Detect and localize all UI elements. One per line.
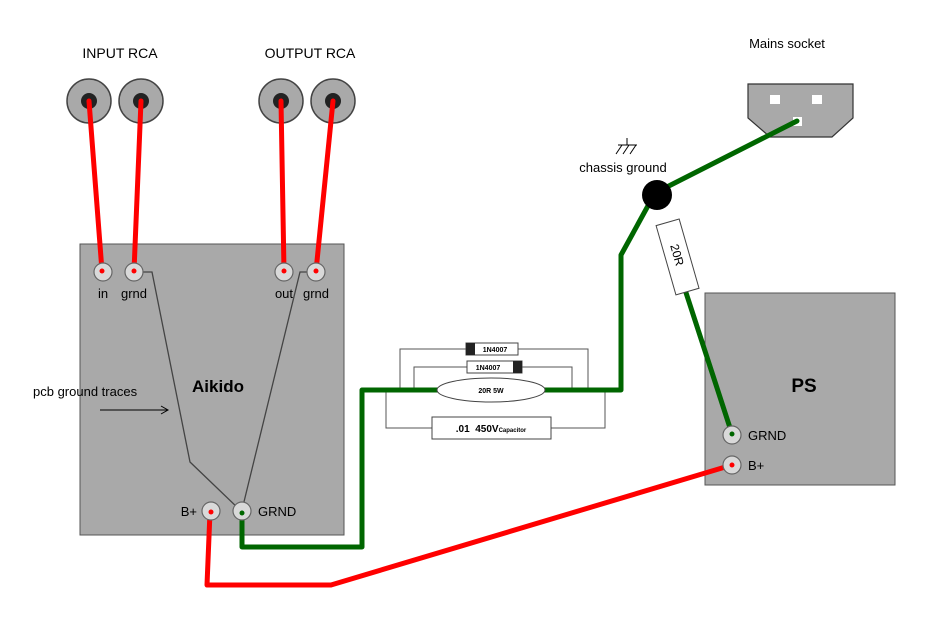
chassis-ground-icon	[615, 138, 637, 155]
ps-bplus-label: B+	[748, 458, 764, 473]
capacitor-word-label: Capacitor	[499, 428, 527, 434]
mains-socket-label: Mains socket	[749, 36, 825, 51]
pin-in-label: in	[98, 286, 108, 301]
wire-input-signal	[86, 98, 105, 274]
output-rca-label: OUTPUT RCA	[265, 45, 356, 61]
input-rca-label: INPUT RCA	[82, 45, 158, 61]
pcb-ground-traces-label: pcb ground traces	[33, 384, 138, 399]
diode-1-label: 1N4007	[483, 347, 508, 354]
ground-wires	[239, 118, 800, 550]
chassis-ground-point	[642, 180, 672, 210]
wire-output-ground	[313, 98, 336, 274]
ground-wire-aikido-to-loop	[239, 387, 440, 550]
ps-board	[704, 292, 896, 486]
hot-wires	[86, 98, 735, 588]
chassis-ground-label: chassis ground	[579, 160, 666, 175]
pin-grnd-input-label: grnd	[121, 286, 147, 301]
aikido-grnd-label: GRND	[258, 504, 296, 519]
ground-wire-loop-to-chassis	[542, 190, 658, 393]
wire-ends-ground	[239, 431, 735, 516]
pin-out-label: out	[275, 286, 293, 301]
mains-socket	[747, 83, 854, 138]
ps-grnd-label: GRND	[748, 428, 786, 443]
diode-1n4007-top: 1N4007	[465, 342, 519, 356]
resistor-20r-label: 20R	[667, 242, 687, 267]
resistor-20r-5w: 20R 5W	[436, 377, 546, 403]
wire-output-signal	[278, 98, 287, 274]
aikido-title: Aikido	[192, 377, 244, 396]
aikido-board	[79, 243, 345, 536]
diode-2-label: 1N4007	[476, 365, 501, 372]
resistor-20r: 20R	[655, 218, 700, 296]
loop-breaker-frame	[385, 348, 606, 429]
pin-grnd-output-label: grnd	[303, 286, 329, 301]
diode-1n4007-bottom: 1N4007	[466, 360, 523, 374]
capacitor-value-label: .01 450V	[456, 424, 499, 435]
wire-input-ground	[131, 98, 144, 274]
svg-text:.01 450VCapacitor: .01 450VCapacitor	[456, 424, 527, 435]
ground-wire-ps-ground	[674, 262, 735, 437]
pcb-ground-traces-arrow	[100, 405, 170, 415]
wire-ends-hot	[99, 268, 735, 515]
capacitor: .01 450VCapacitor	[431, 416, 552, 440]
ground-wire-mains-earth	[652, 118, 800, 196]
aikido-bplus-label: B+	[181, 504, 197, 519]
resistor-20r-5w-label: 20R 5W	[478, 388, 504, 395]
wire-bplus	[204, 462, 735, 588]
ps-title: PS	[791, 376, 816, 397]
